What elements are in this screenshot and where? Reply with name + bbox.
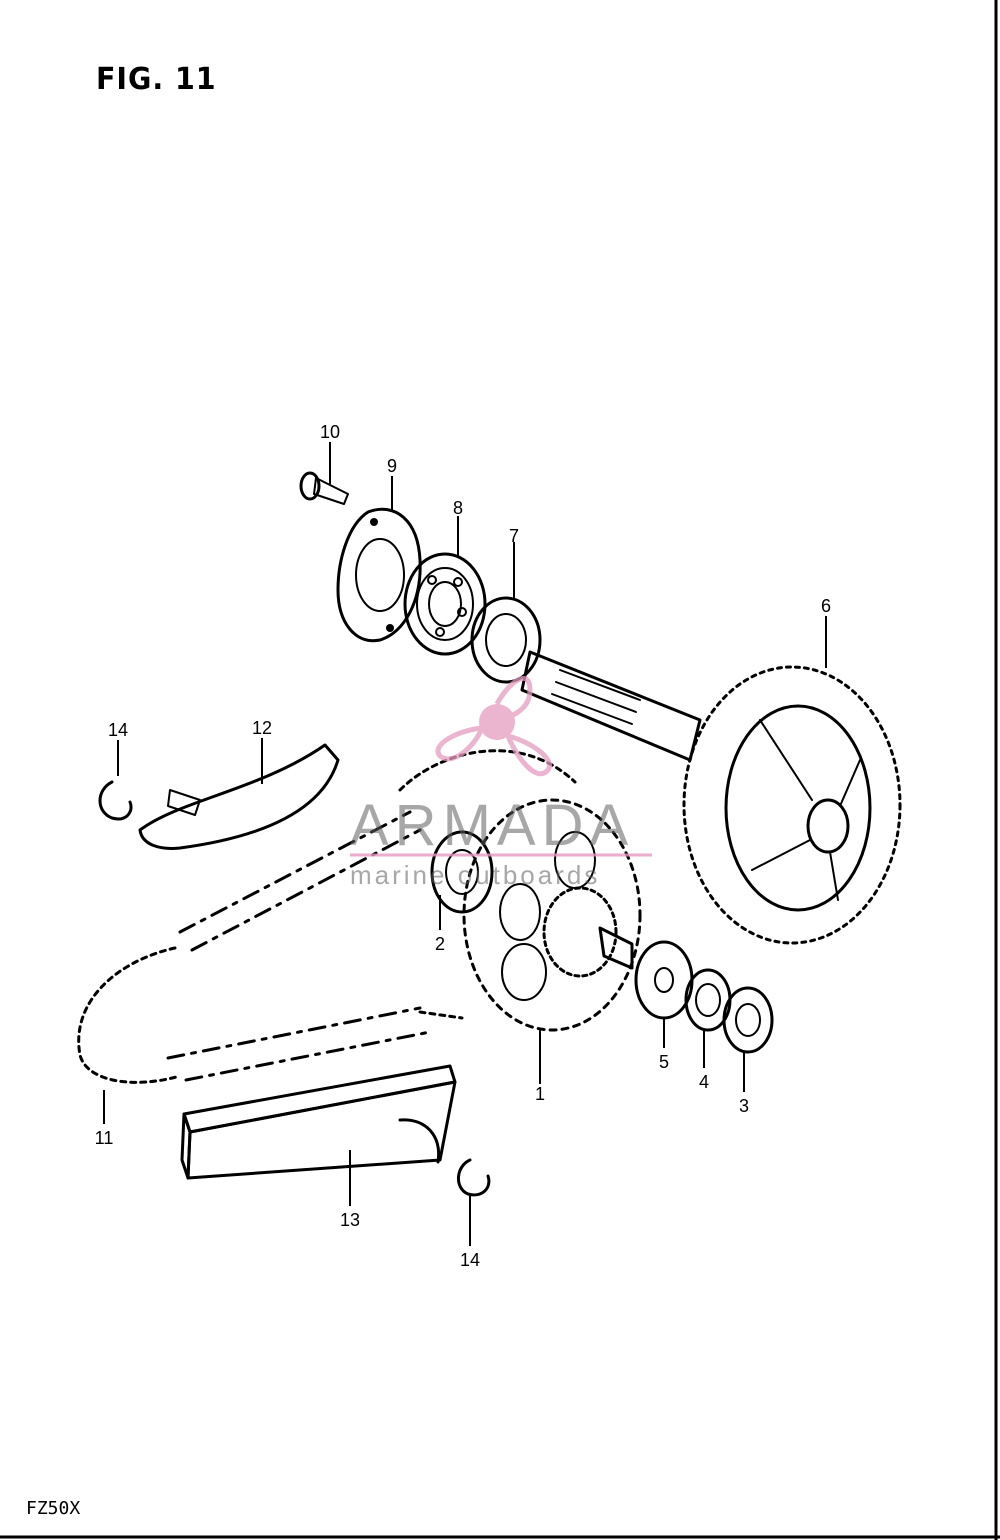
callout-13: 13 — [340, 1210, 360, 1230]
part-3-washer — [722, 986, 774, 1054]
brand-logo — [435, 676, 552, 777]
part-14-clip-upper — [98, 780, 133, 821]
part-10-bolt — [299, 471, 349, 505]
part-8-ball-bearing — [403, 552, 487, 656]
part-5-washer — [634, 940, 694, 1020]
callout-5: 5 — [659, 1052, 669, 1072]
callout-3: 3 — [739, 1096, 749, 1116]
part-1-drive-sprocket — [462, 798, 642, 1032]
figure-title: FIG. 11 — [96, 62, 217, 97]
callout-8: 8 — [453, 498, 463, 518]
callout-2: 2 — [435, 934, 445, 954]
watermark-brand-name: ARMADA — [350, 793, 635, 858]
part-12-chain-guide — [138, 743, 340, 850]
callout-7: 7 — [509, 526, 519, 546]
part-13-chain-tensioner — [180, 1064, 457, 1180]
part-9-retainer-plate — [336, 507, 422, 643]
callout-9: 9 — [387, 456, 397, 476]
watermark-tagline: marine outboards — [350, 860, 601, 890]
callout-1: 1 — [535, 1084, 545, 1104]
leader-lines — [103, 442, 827, 1246]
part-7-oil-seal — [470, 596, 542, 684]
callout-6: 6 — [821, 596, 831, 616]
callout-14-lower: 14 — [460, 1250, 480, 1270]
callout-11: 11 — [95, 1128, 114, 1148]
model-code: FZ50X — [26, 1498, 81, 1519]
part-11-chain — [77, 749, 577, 1084]
part-14-clip-lower — [457, 1158, 491, 1197]
part-2-bearing — [430, 830, 494, 914]
callout-14-upper: 14 — [108, 720, 128, 740]
callout-10: 10 — [320, 422, 340, 442]
part-6-driven-gear-shaft — [520, 650, 902, 945]
callout-4: 4 — [699, 1072, 709, 1092]
callout-12: 12 — [252, 718, 272, 738]
